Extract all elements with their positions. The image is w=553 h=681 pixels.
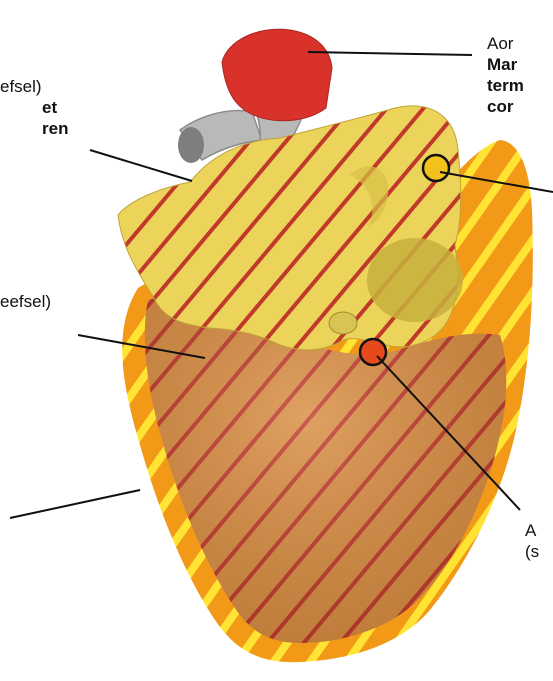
label-top-left: efsel) et ren xyxy=(0,76,68,139)
aorta-vessel xyxy=(222,29,332,120)
leader-line-wall xyxy=(10,490,140,518)
label-top-left-line1: efsel) xyxy=(0,76,68,97)
label-top-right: Aor Mar term cor xyxy=(487,33,524,117)
label-bottom-right-line1: A xyxy=(525,520,539,541)
label-top-right-line1: Aor xyxy=(487,33,524,54)
label-bottom-right-line2: (s xyxy=(525,541,539,562)
small-opening xyxy=(329,312,357,334)
label-top-left-bold2: ren xyxy=(0,118,68,139)
label-mid-left: eefsel) xyxy=(0,291,51,312)
sa-node xyxy=(423,155,449,181)
label-bottom-right: A (s xyxy=(525,520,539,562)
vena-cava-opening xyxy=(367,238,463,322)
leader-line-aorta xyxy=(308,52,472,55)
pulmonary-vessel-left-opening xyxy=(178,127,204,163)
label-top-right-bold2: term xyxy=(487,75,524,96)
leader-line-atria xyxy=(90,150,192,181)
label-top-right-bold1: Mar xyxy=(487,54,524,75)
label-mid-left-line1: eefsel) xyxy=(0,291,51,312)
label-top-right-bold3: cor xyxy=(487,96,524,117)
label-top-left-bold1: et xyxy=(0,97,68,118)
